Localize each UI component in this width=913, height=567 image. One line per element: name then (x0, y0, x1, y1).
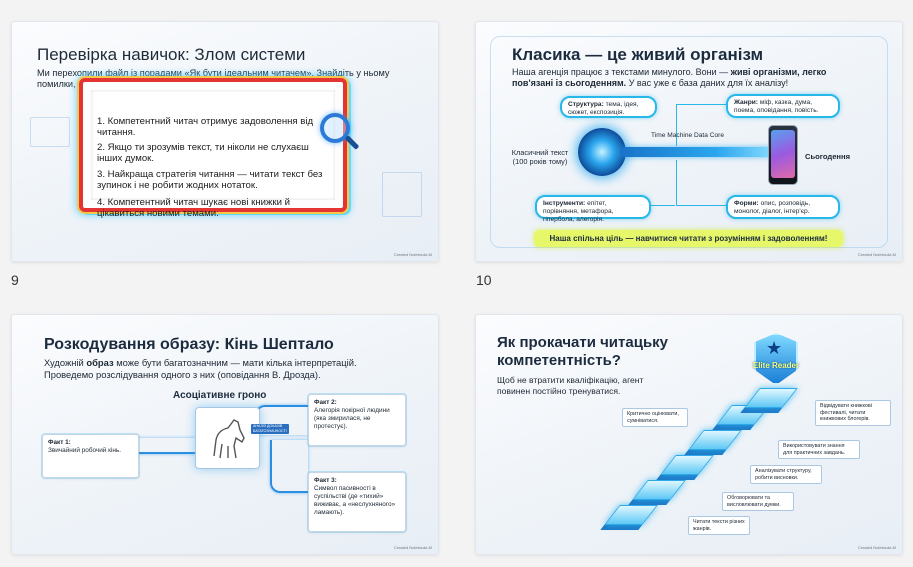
wire (103, 438, 199, 454)
tools-box: Інструменти: епітет, порівняння, метафор… (535, 195, 651, 223)
fact-1-card: Факт 1:Звичайний робочий кінь. (42, 434, 139, 478)
slide-11-intro: Художній образ може бути багатозначним —… (44, 357, 357, 380)
slide-10-intro: Наша агенція працює з текстами минулого.… (512, 67, 827, 88)
fact-3-card: Факт 3:Символ пасивності в суспільстві (… (308, 472, 406, 532)
slide-9-item: 2. Якщо ти зрозумів текст, ти ніколи не … (97, 142, 309, 164)
fact-2-card: Факт 2:Алегорія покірної людини (яка зми… (308, 394, 406, 446)
star-shield-icon: ★ (766, 338, 783, 358)
watermark: Created NotebookLM (857, 545, 896, 550)
slide-9-item: 1. Компетентний читач отримує задоволенн… (97, 116, 314, 138)
watermark: Created NotebookLM (393, 545, 432, 550)
cluster-title: Асоціативне гроно (173, 390, 267, 401)
slide-9-item: 3. Найкраща стратегія читання — читати т… (97, 169, 323, 191)
structure-box: Структура: тема, ідея, сюжет, експозиція… (560, 96, 657, 118)
watermark: Created NotebookLM (393, 252, 432, 257)
frame-decor (490, 36, 888, 248)
circuit-decor (382, 172, 422, 217)
data-beam (620, 147, 780, 157)
step-label-4: Використовувати знання для практичних за… (778, 440, 860, 459)
slide-number: 10 (476, 272, 492, 288)
today-label: Сьогодення (805, 152, 851, 161)
analysis-tag: АНАЛІЗ ДОКАЗІВ БАГАТОЗНАЧНОСТІ (251, 424, 289, 434)
forms-box: Форми: опис, розповідь, монолог, діалог,… (726, 195, 840, 219)
smartphone-screen (771, 130, 795, 178)
step-label-5: Відвідувати книжкові фестивалі, читати к… (815, 400, 891, 426)
connector (676, 104, 677, 146)
genres-box: Жанри: міф, казка, дума, поема, оповідан… (726, 94, 840, 118)
data-core-orb (578, 128, 626, 176)
slide-9-title: Перевірка навичок: Злом системи (37, 45, 306, 64)
slide-11-title: Розкодування образу: Кінь Шептало (44, 336, 334, 353)
classic-text-label: Класичний текст (100 років тому) (511, 148, 569, 166)
badge-label: Elite Reader (752, 361, 800, 370)
connector (676, 104, 726, 105)
step-label-6: Критично оцінювати, сумніватися. (622, 408, 688, 427)
connector (676, 160, 677, 205)
step-label-3: Аналізувати структуру, робити висновки. (750, 465, 822, 484)
circuit-decor (30, 117, 70, 147)
slide-number: 9 (11, 272, 19, 288)
core-label: Time Machine Data Core (651, 132, 725, 139)
slide-12-intro: Щоб не втратити кваліфікацію, агент пови… (497, 375, 644, 396)
wire (270, 440, 308, 493)
glitch-frame (79, 78, 347, 212)
connector (676, 205, 726, 206)
slide-10-thumbnail[interactable]: Created NotebookLM (475, 21, 903, 262)
slide-9-item: 4. Компетентний читач шукає нові книжки … (97, 197, 291, 219)
step-label-2: Обговорювати та висловлювати думки. (722, 492, 794, 511)
slide-12-title: Як прокачати читацьку компетентність? (497, 334, 669, 369)
slide-10-title: Класика — це живий організм (512, 45, 764, 64)
slide-12-thumbnail[interactable]: Created NotebookLM (475, 314, 903, 555)
goal-banner: Наша спільна ціль — навчитися читати з р… (534, 230, 843, 247)
step-label-1: Читати тексти різних жанрів. (688, 516, 750, 535)
horse-sketch-icon (195, 407, 260, 469)
watermark: Created NotebookLM (857, 252, 896, 257)
